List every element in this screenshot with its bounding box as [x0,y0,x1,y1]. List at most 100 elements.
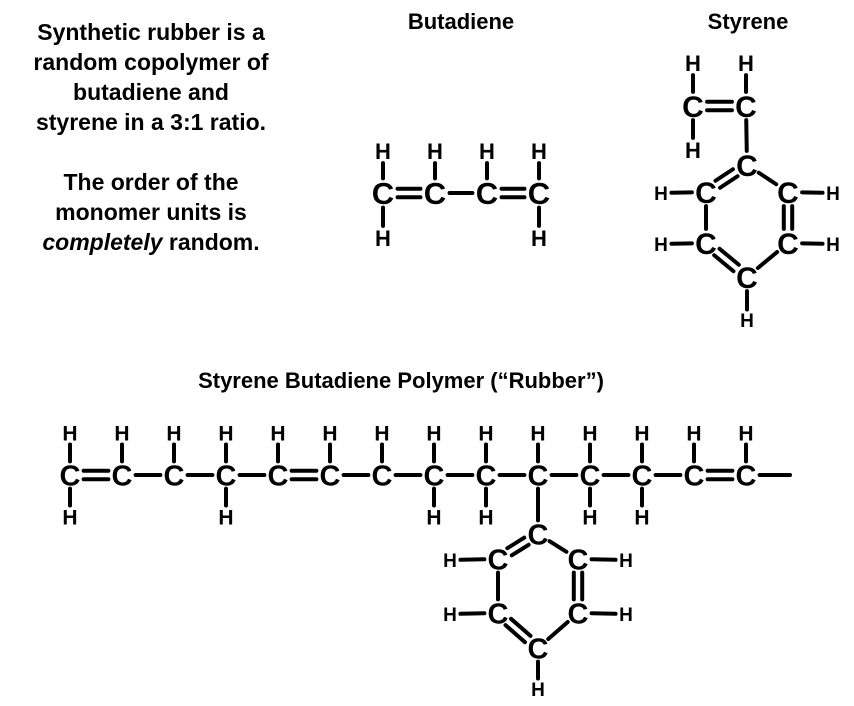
hydrogen-atom-label: H [619,551,633,572]
carbon-atom-label: C [372,176,394,211]
intro-italic-word: completely [42,229,163,255]
hydrogen-atom-label: H [322,423,337,446]
hydrogen-atom-label: H [218,423,233,446]
hydrogen-atom-label: H [634,423,649,446]
carbon-atom-label: C [528,176,550,211]
hydrogen-atom-label: H [531,139,547,164]
hydrogen-atom-label: H [685,138,701,163]
styrene-title: Styrene [707,9,789,34]
butadiene-title: Butadiene [407,9,515,34]
hydrogen-atom-label: H [531,680,545,701]
hydrogen-atom-label: H [619,605,633,626]
double-bond [505,535,527,551]
double-bond [503,623,527,645]
hydrogen-atom-label: H [582,423,597,446]
intro-line: styrene in a 3:1 ratio. [35,109,267,135]
hydrogen-atom-label: H [166,423,181,446]
double-bond [509,542,531,558]
intro-line: Synthetic rubber is a [37,19,265,45]
hydrogen-atom-label: H [375,226,391,251]
intro-line: completely random. [5,227,297,257]
carbon-atom-label: C [528,460,549,492]
intro-line: The order of the [63,169,239,195]
hydrogen-atom-label: H [738,51,754,76]
double-bond [718,174,740,190]
hydrogen-atom-label: H [685,51,701,76]
carbon-atom-label: C [372,460,393,492]
single-bond [546,619,570,642]
double-bond [509,616,533,638]
hydrogen-atom-label: H [582,507,597,530]
carbon-atom-label: C [684,460,705,492]
single-bond [755,250,780,270]
intro-line: butadiene and [73,79,229,105]
intro-line: monomer units is [55,199,247,225]
double-bond [713,167,735,183]
hydrogen-atom-label: H [426,423,441,446]
hydrogen-atom-label: H [114,423,129,446]
carbon-atom-label: C [736,460,757,492]
carbon-atom-label: C [695,177,717,210]
double-bond [717,246,741,267]
hydrogen-atom-label: H [270,423,285,446]
intro-paragraph-2: The order of the monomer units is comple… [5,167,297,257]
hydrogen-atom-label: H [479,139,495,164]
single-bond [547,539,569,554]
carbon-atom-label: C [777,177,799,210]
intro-line: random copolymer of [33,49,269,75]
hydrogen-atom-label: H [218,507,233,530]
carbon-atom-label: C [476,460,497,492]
hydrogen-atom-label: H [634,507,649,530]
hydrogen-atom-label: H [826,235,840,256]
single-bond [744,118,749,153]
carbon-atom-label: C [580,460,601,492]
hydrogen-atom-label: H [426,507,441,530]
single-bond [756,170,779,187]
carbon-atom-label: C [736,262,758,295]
carbon-atom-label: C [735,91,757,124]
double-bond [712,253,736,274]
carbon-atom-label: C [320,460,341,492]
carbon-atom-label: C [488,544,509,576]
hydrogen-atom-label: H [654,235,668,256]
intro-rest: random. [162,229,260,255]
carbon-atom-label: C [695,228,717,261]
hydrogen-atom-label: H [826,184,840,205]
carbon-atom-label: C [424,176,446,211]
hydrogen-atom-label: H [686,423,701,446]
hydrogen-atom-label: H [654,184,668,205]
hydrogen-atom-label: H [740,311,754,332]
carbon-atom-label: C [476,176,498,211]
carbon-atom-label: C [777,228,799,261]
hydrogen-atom-label: H [427,139,443,164]
carbon-atom-label: C [60,460,81,492]
hydrogen-atom-label: H [375,139,391,164]
carbon-atom-label: C [528,633,549,665]
carbon-atom-label: C [424,460,445,492]
carbon-atom-label: C [682,91,704,124]
hydrogen-atom-label: H [374,423,389,446]
intro-paragraph-1: Synthetic rubber is a random copolymer o… [5,17,297,137]
hydrogen-atom-label: H [443,551,457,572]
carbon-atom-label: C [216,460,237,492]
hydrogen-atom-label: H [62,423,77,446]
carbon-atom-label: C [568,598,589,630]
carbon-atom-label: C [268,460,289,492]
carbon-atom-label: C [112,460,133,492]
hydrogen-atom-label: H [478,507,493,530]
polymer-title: Styrene Butadiene Polymer (“Rubber”) [198,368,604,393]
hydrogen-atom-label: H [62,507,77,530]
carbon-atom-label: C [736,150,758,183]
hydrogen-atom-label: H [478,423,493,446]
carbon-atom-label: C [164,460,185,492]
hydrogen-atom-label: H [531,226,547,251]
carbon-atom-label: C [528,519,549,551]
hydrogen-atom-label: H [443,605,457,626]
hydrogen-atom-label: H [530,423,545,446]
carbon-atom-label: C [632,460,653,492]
